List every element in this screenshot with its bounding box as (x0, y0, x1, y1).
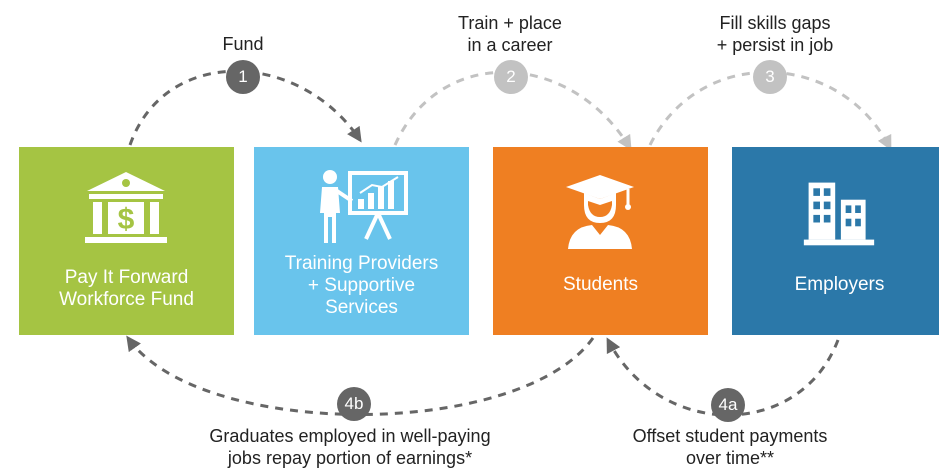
step-2-caption: Train + place in a career (458, 13, 562, 55)
employers-box: Employers (732, 147, 939, 335)
buildings-icon (803, 182, 875, 246)
step-4a-caption: Offset student payments over time** (632, 426, 828, 468)
arrow-3-students-to-employers (648, 70, 892, 151)
step-1-badge: 1 (226, 60, 260, 94)
students-box: Students (493, 147, 708, 335)
bank-dollar-icon: $ (85, 172, 167, 243)
employers-label: Employers (794, 274, 885, 295)
fund-box: $ Pay It Forward Workforce Fund (19, 147, 234, 335)
step-2-badge: 2 (494, 60, 528, 94)
step-4b-caption: Graduates employed in well-paying jobs r… (209, 426, 491, 468)
fund-label: Pay It Forward Workforce Fund (59, 267, 194, 310)
svg-text:$: $ (118, 203, 135, 236)
presenter-chart-icon (320, 170, 408, 243)
step-4b-badge: 4b (337, 387, 371, 421)
students-label: Students (563, 274, 638, 295)
graduate-icon (566, 175, 634, 249)
training-providers-box: Training Providers + Supportive Services (254, 147, 469, 335)
step-3-badge: 3 (753, 60, 787, 94)
training-providers-label: Training Providers + Supportive Services (284, 253, 439, 318)
step-1-caption: Fund (222, 34, 264, 54)
step-3-caption: Fill skills gaps + persist in job (716, 13, 834, 55)
step-4a-badge: 4a (711, 388, 745, 422)
